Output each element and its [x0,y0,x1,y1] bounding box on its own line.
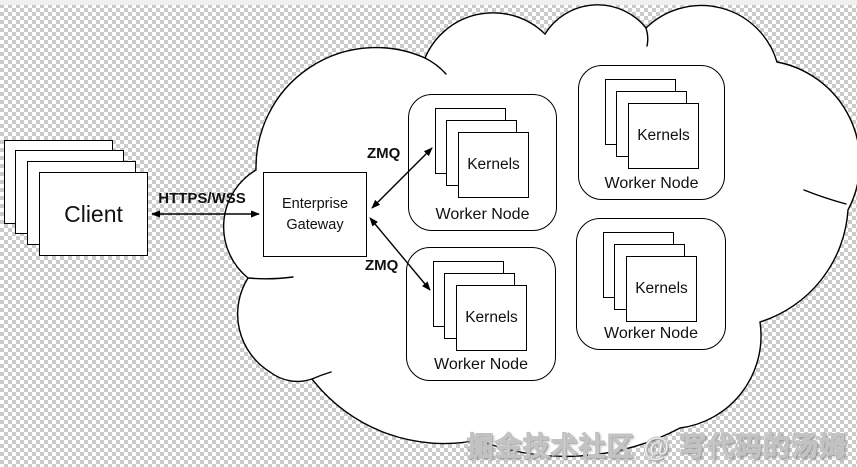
top-edge-strip [0,0,857,5]
worker-node-label: Worker Node [435,206,530,223]
worker-node-3: Kernels Worker Node [406,247,556,381]
worker-node-label: Worker Node [604,325,698,342]
kernels-stack-1: Kernels [435,108,531,200]
worker-node-label: Worker Node [604,175,699,192]
worker-node-1: Kernels Worker Node [408,94,557,231]
client-label: Client [64,200,123,227]
kernels-label: Kernels [456,285,527,351]
gateway-box: Enterprise Gateway [263,172,367,257]
kernels-stack-4: Kernels [603,232,699,324]
kernels-stack-3: Kernels [433,261,529,353]
kernels-stack-2: Kernels [605,79,701,171]
client-stack: Client [4,140,150,258]
worker-node-label: Worker Node [434,356,528,373]
https-wss-label: HTTPS/WSS [158,190,246,207]
watermark-text: 掘金技术社区 @ 写代码的汤姆 [466,432,847,463]
gateway-label-line2: Gateway [286,216,344,233]
client-card-front [39,172,148,256]
zmq-top-label: ZMQ [367,145,401,162]
zmq-bottom-label: ZMQ [365,257,399,274]
worker-node-4: Kernels Worker Node [576,218,726,350]
kernels-label: Kernels [458,132,529,198]
cloud-overlap-strokes [247,27,847,380]
kernels-label: Kernels [626,256,697,322]
worker-node-2: Kernels Worker Node [578,65,725,200]
gateway-label-line1: Enterprise [281,195,349,212]
kernels-label: Kernels [628,103,699,169]
